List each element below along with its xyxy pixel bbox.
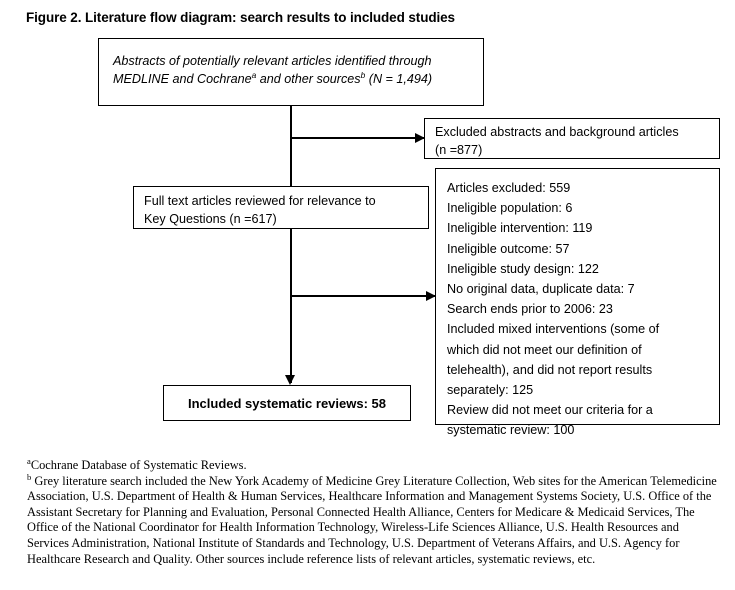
footnote-b-text: Grey literature search included the New …: [27, 473, 717, 566]
literature-flow-diagram: Abstracts of potentially relevant articl…: [98, 38, 720, 437]
connector-branch-to-exclusions: [290, 295, 436, 297]
footnote-a-marker: a: [27, 455, 31, 466]
exclusion-item: Review did not meet our criteria for a: [447, 403, 653, 418]
abstracts-sources-part-a: MEDLINE and Cochrane: [113, 72, 252, 86]
abstracts-count: (N = 1,494): [365, 72, 433, 86]
fulltext-count: Key Questions (n =617): [144, 211, 277, 226]
exclusion-item: Ineligible intervention: 119: [447, 221, 593, 236]
exclusion-item: Articles excluded: 559: [447, 181, 571, 195]
footnote-marker-b: b: [360, 69, 366, 80]
excluded-abstracts-line-1: Excluded abstracts and background articl…: [435, 125, 679, 139]
exclusion-item: Ineligible outcome: 57: [447, 241, 570, 256]
exclusion-item: Ineligible study design: 122: [447, 261, 599, 276]
box-exclusion-reasons: Articles excluded: 559 Ineligible popula…: [435, 168, 720, 437]
exclusion-item: Search ends prior to 2006: 23: [447, 302, 613, 317]
box-abstracts-identified: Abstracts of potentially relevant articl…: [98, 38, 484, 106]
connector-abstracts-to-fulltext: [290, 106, 292, 187]
figure-title: Figure 2. Literature flow diagram: searc…: [26, 10, 455, 25]
abstracts-line-1: Abstracts of potentially relevant articl…: [113, 54, 432, 68]
arrow-right-icon: [426, 290, 436, 301]
footnote-a: aCochrane Database of Systematic Reviews…: [27, 455, 717, 474]
arrow-right-icon: [415, 132, 425, 143]
exclusion-item: separately: 125: [447, 383, 534, 398]
exclusion-item: Included mixed interventions (some of: [447, 322, 660, 337]
footnote-a-text: Cochrane Database of Systematic Reviews.: [30, 458, 247, 472]
abstracts-line-2: MEDLINE and Cochranea and other sourcesb…: [113, 70, 483, 88]
connector-fulltext-to-included: [290, 229, 292, 383]
footnotes: aCochrane Database of Systematic Reviews…: [27, 455, 717, 568]
box-excluded-abstracts: Excluded abstracts and background articl…: [424, 118, 720, 159]
fulltext-line-1: Full text articles reviewed for relevanc…: [144, 194, 376, 208]
footnote-b: b Grey literature search included the Ne…: [27, 471, 717, 568]
included-label: Included systematic reviews: 58: [188, 395, 386, 411]
excluded-abstracts-count: (n =877): [435, 142, 483, 157]
footnote-marker-a: a: [251, 69, 257, 80]
connector-branch-to-excluded-abstracts: [290, 137, 425, 139]
exclusion-item: which did not meet our definition of: [447, 342, 642, 357]
box-included-systematic-reviews: Included systematic reviews: 58: [163, 385, 411, 421]
exclusion-item: telehealth), and did not report results: [447, 362, 653, 377]
exclusion-item: No original data, duplicate data: 7: [447, 282, 635, 297]
arrow-down-icon: [284, 375, 295, 385]
exclusion-item: Ineligible population: 6: [447, 201, 573, 216]
exclusion-item: systematic review: 100: [447, 423, 575, 438]
abstracts-sources-part-b: and other sources: [256, 72, 361, 86]
footnote-b-marker: b: [27, 471, 32, 482]
box-fulltext-reviewed: Full text articles reviewed for relevanc…: [133, 186, 429, 229]
